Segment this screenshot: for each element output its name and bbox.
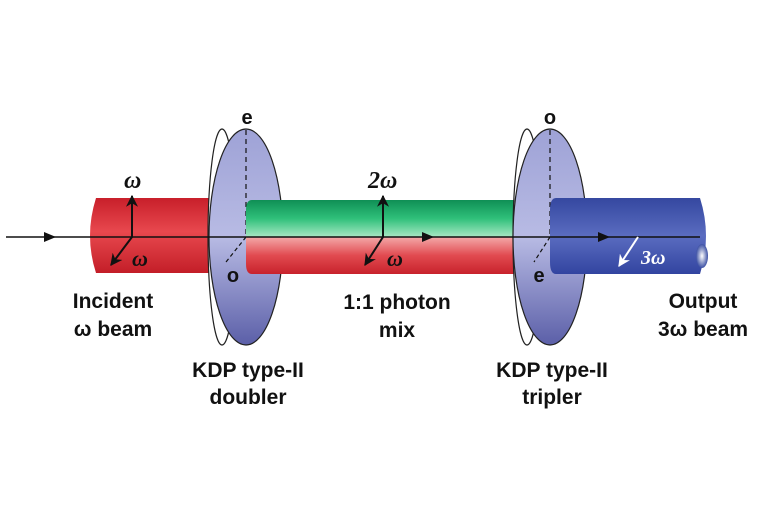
axis-arrow-1 — [44, 232, 56, 242]
tripler-o-label: o — [544, 107, 556, 129]
tripler-label-line1: KDP type-II — [496, 359, 608, 382]
incident-label-line2: ω beam — [74, 318, 152, 341]
doubler-e-label: e — [241, 107, 252, 129]
axis-arrow-2 — [422, 232, 434, 242]
output-label-line1: Output — [669, 290, 738, 313]
tripler-e-label: e — [533, 265, 544, 287]
mix-label-line1: 1:1 photon — [343, 291, 450, 314]
doubler-label-line2: doubler — [210, 386, 287, 409]
omega-top-label: ω — [124, 168, 141, 194]
incident-beam — [90, 198, 214, 273]
output-polarization-arrow — [618, 236, 639, 268]
axis-arrow-3 — [598, 232, 610, 242]
incident-label-line1: Incident — [73, 290, 154, 313]
tripler-label-line2: tripler — [522, 386, 582, 409]
output-beam-tip — [696, 244, 708, 268]
incident-horizontal-polarization-arrow — [110, 236, 133, 266]
third-harmonic-beam — [550, 198, 706, 274]
tripler-e-axis — [533, 236, 551, 263]
doubler-o-axis — [225, 236, 247, 263]
three-omega-label: 3ω — [640, 247, 665, 269]
omega-bottom-label: ω — [132, 246, 148, 271]
output-label-line2: 3ω beam — [658, 318, 748, 341]
two-omega-label: 2ω — [367, 168, 397, 194]
second-harmonic-beam — [246, 200, 515, 237]
mix-label-line2: mix — [379, 319, 416, 342]
mix-omega-polarization-arrow — [364, 236, 384, 267]
omega-mid-label: ω — [387, 246, 403, 271]
doubler-o-label: o — [227, 265, 239, 287]
residual-fundamental-beam — [246, 237, 515, 274]
doubler-label-line1: KDP type-II — [192, 359, 304, 382]
